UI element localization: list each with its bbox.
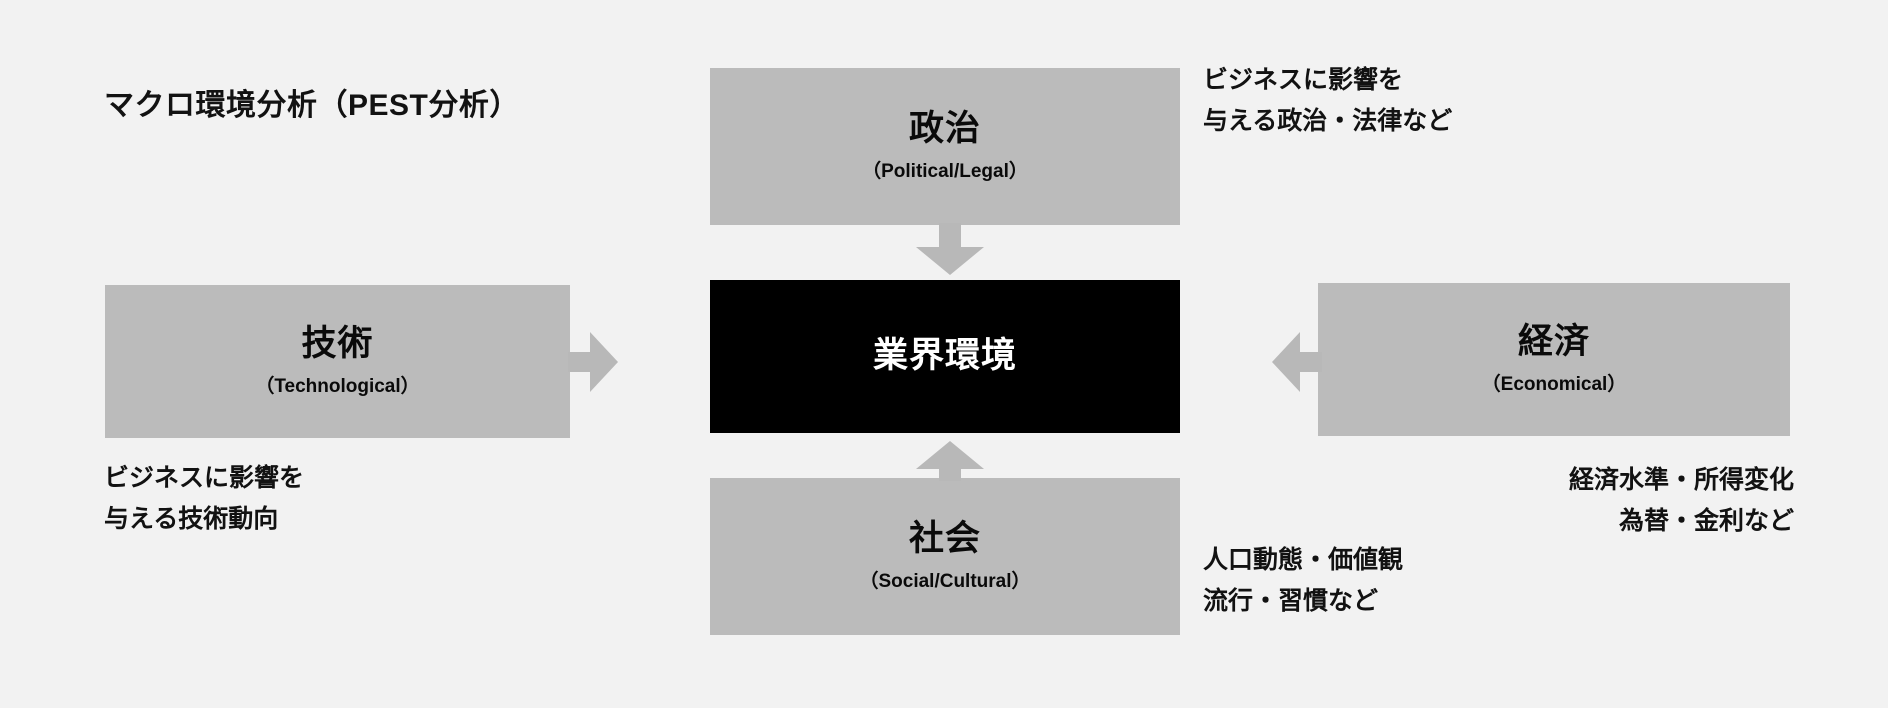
caption-political: ビジネスに影響を 与える政治・法律など [1203, 66, 1453, 135]
node-social: 社会 （Social/Cultural） [710, 478, 1180, 635]
node-social-label: 社会 [908, 519, 981, 559]
caption-technological: ビジネスに影響を 与える技術動向 [104, 464, 305, 533]
node-economical-label: 経済 [1517, 322, 1590, 362]
node-economical-sublabel: （Economical） [1481, 373, 1627, 395]
caption-social: 人口動態・価値観 流行・習慣など [1203, 546, 1404, 615]
node-political-label: 政治 [908, 109, 981, 149]
diagram-title: マクロ環境分析（PEST分析） [104, 89, 520, 122]
arrow-up-icon [916, 441, 984, 481]
node-technological-sublabel: （Technological） [255, 375, 420, 397]
arrow-right-icon [568, 332, 618, 392]
node-technological-label: 技術 [301, 324, 374, 364]
arrow-down-icon [916, 223, 984, 275]
node-economical: 経済 （Economical） [1318, 283, 1790, 436]
node-political: 政治 （Political/Legal） [710, 68, 1180, 225]
arrow-left-icon [1272, 332, 1322, 392]
caption-economical: 経済水準・所得変化 為替・金利など [1568, 466, 1794, 535]
node-political-sublabel: （Political/Legal） [862, 160, 1028, 182]
node-core-label: 業界環境 [872, 336, 1017, 376]
node-social-sublabel: （Social/Cultural） [859, 570, 1031, 592]
node-technological: 技術 （Technological） [105, 285, 570, 438]
node-core-industry-environment: 業界環境 [710, 280, 1180, 433]
